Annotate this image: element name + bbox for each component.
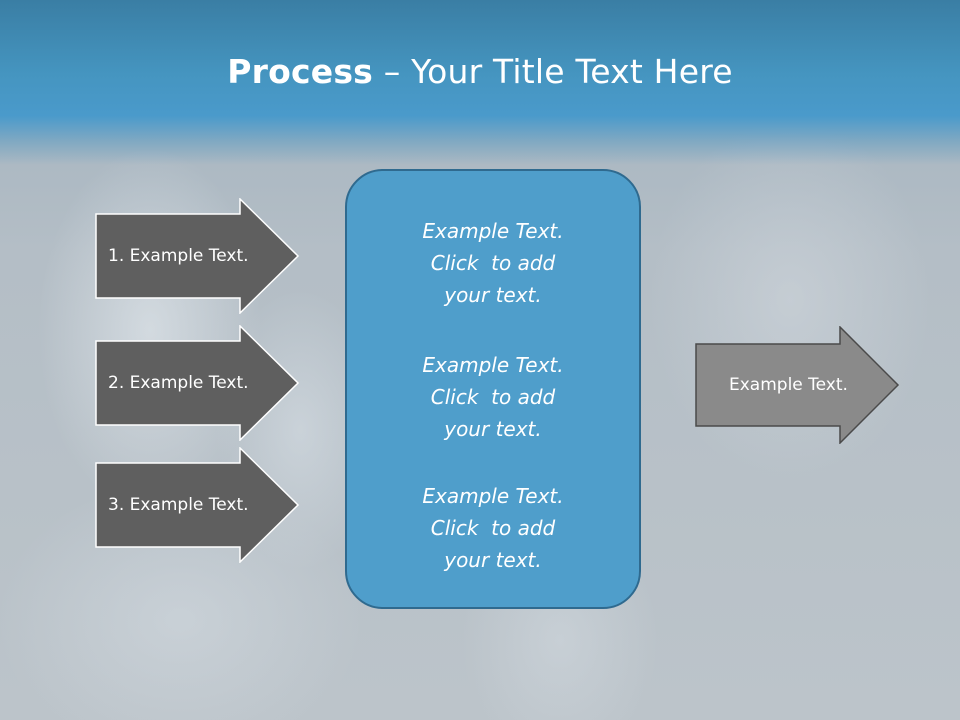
slide-title[interactable]: Process – Your Title Text Here — [0, 52, 960, 91]
center-block-1-line-1: Example Text. — [422, 219, 564, 243]
slide-title-bold: Process — [227, 52, 374, 91]
output-arrow-shape — [695, 326, 900, 444]
input-arrow-2-label: 2. Example Text. — [108, 373, 249, 393]
output-arrow[interactable]: Example Text. — [695, 326, 900, 444]
input-arrow-2-shape — [95, 325, 300, 441]
center-block-2-line-3: your text. — [444, 417, 542, 441]
input-arrow-2[interactable]: 2. Example Text. — [95, 325, 300, 441]
center-block-2-line-1: Example Text. — [422, 353, 564, 377]
input-arrow-3[interactable]: 3. Example Text. — [95, 447, 300, 563]
input-arrow-1[interactable]: 1. Example Text. — [95, 198, 300, 314]
center-block-1-line-3: your text. — [444, 283, 542, 307]
title-bar — [0, 0, 960, 165]
input-arrow-1-shape — [95, 198, 300, 314]
center-text-block-1: Example Text. Click to add your text. — [347, 215, 639, 311]
center-block-3-line-3: your text. — [444, 548, 542, 572]
input-arrow-1-label: 1. Example Text. — [108, 246, 249, 266]
input-arrow-3-label: 3. Example Text. — [108, 495, 249, 515]
input-arrow-3-shape — [95, 447, 300, 563]
center-text-block-2: Example Text. Click to add your text. — [347, 349, 639, 445]
center-block-2-line-2: Click to add — [430, 385, 556, 409]
center-text-box[interactable]: Example Text. Click to add your text. Ex… — [345, 169, 641, 609]
center-text-block-3: Example Text. Click to add your text. — [347, 480, 639, 576]
output-arrow-label: Example Text. — [729, 375, 848, 395]
center-block-1-line-2: Click to add — [430, 251, 556, 275]
slide-title-rest: – Your Title Text Here — [373, 52, 733, 91]
center-block-3-line-1: Example Text. — [422, 484, 564, 508]
center-block-3-line-2: Click to add — [430, 516, 556, 540]
